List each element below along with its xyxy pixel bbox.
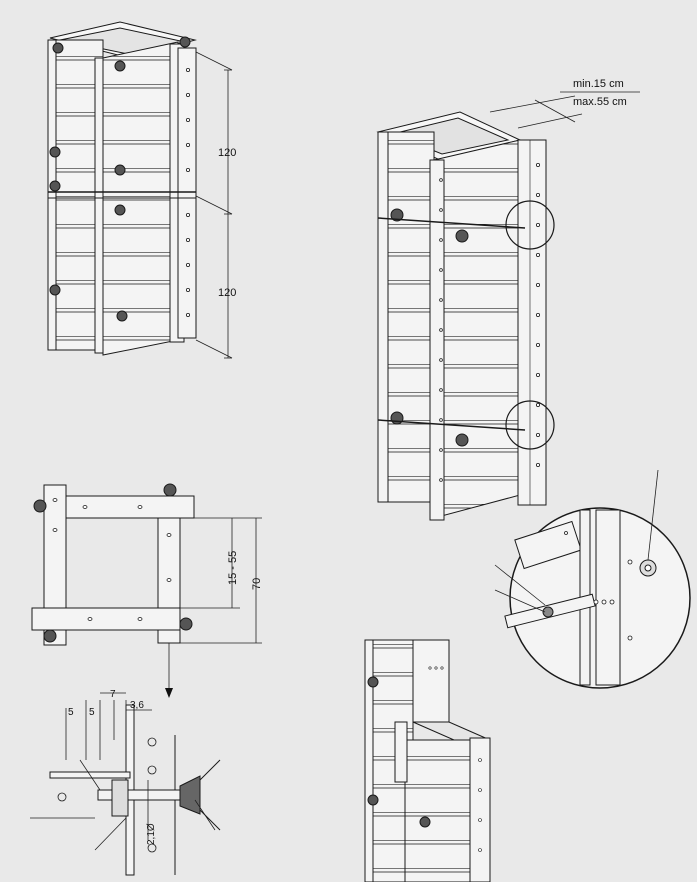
- stacking-detail-drawing: [364, 639, 491, 882]
- dim-d-label: 3,6: [130, 700, 144, 711]
- dim-min-label: min.15 cm: [573, 78, 624, 90]
- bolt-dimension-lines: [30, 692, 216, 851]
- detail-leader-lines: [494, 469, 659, 613]
- plan-view-drawing: [31, 483, 195, 646]
- bolt-detail-drawing: [49, 704, 221, 876]
- column-assembly-drawing: [47, 21, 197, 356]
- adjustable-column-drawing: [376, 111, 555, 521]
- dim-lower-label: 120: [218, 287, 236, 299]
- dim-range-label: 15 - 55: [227, 551, 239, 585]
- dim-total-label: 70: [251, 578, 263, 590]
- adjustable-dimension-lines: [489, 91, 640, 129]
- magnified-detail-drawing: [504, 507, 691, 689]
- dim-c-label: 7: [110, 689, 116, 700]
- dim-a-label: 5: [68, 707, 74, 718]
- dim-upper-label: 120: [218, 147, 236, 159]
- direction-arrow-icon: [165, 688, 173, 698]
- column-dimension-lines: [195, 51, 233, 359]
- dim-e-label: 2,1Ø: [146, 823, 157, 845]
- plan-dimension-lines: [168, 517, 262, 688]
- dim-b-label: 5: [89, 707, 95, 718]
- clamp-wheel-icon: [49, 36, 191, 322]
- dim-max-label: max.55 cm: [573, 96, 627, 108]
